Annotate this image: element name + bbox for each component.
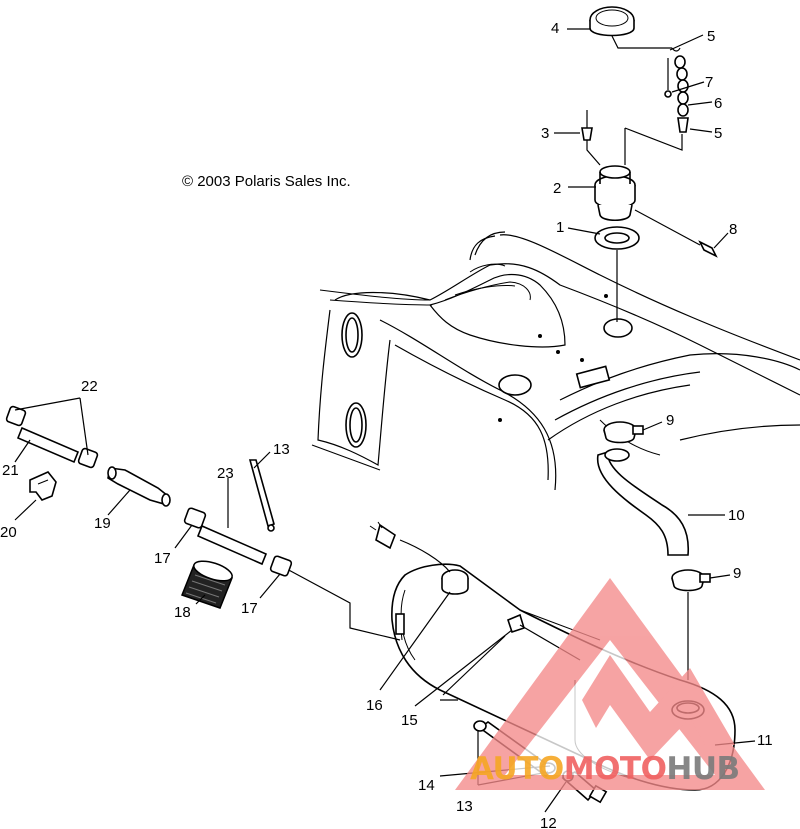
callout-5b: 5 [714, 125, 722, 142]
callout-9: 9 [666, 412, 674, 429]
callout-23: 23 [217, 465, 234, 482]
callout-6: 6 [714, 95, 722, 112]
callout-3: 3 [541, 125, 549, 142]
callout-13b: 13 [456, 798, 473, 815]
callout-labels: 4 5 7 6 5 3 2 1 8 9 10 9 11 22 21 20 19 … [0, 20, 773, 829]
callout-4: 4 [551, 20, 559, 37]
watermark-hub: HUB [666, 751, 739, 787]
callout-12: 12 [540, 815, 557, 829]
callout-2: 2 [553, 180, 561, 197]
filler-cap-assembly [581, 6, 718, 322]
callout-22: 22 [81, 378, 98, 395]
sleeve-18 [181, 560, 233, 609]
hose-assembly [597, 421, 711, 680]
callout-8: 8 [729, 221, 737, 238]
callout-13: 13 [273, 441, 290, 458]
callout-18: 18 [174, 604, 191, 621]
callout-5: 5 [707, 28, 715, 45]
copyright-text: © 2003 Polaris Sales Inc. [182, 173, 351, 190]
callout-7: 7 [705, 74, 713, 91]
body-panel-drawing [311, 231, 800, 491]
callout-9b: 9 [733, 565, 741, 582]
callout-11: 11 [757, 732, 773, 749]
watermark-auto: AUTO [470, 751, 564, 787]
watermark-text: AUTOMOTOHUB [470, 751, 740, 787]
callout-10: 10 [728, 507, 745, 524]
callout-17b: 17 [241, 600, 258, 617]
callout-16: 16 [366, 697, 383, 714]
callout-15: 15 [401, 712, 418, 729]
watermark-moto: MOTO [564, 751, 667, 787]
tether-chain [674, 55, 689, 133]
left-parts [5, 405, 293, 609]
watermark-logo [455, 578, 765, 790]
callout-21: 21 [2, 462, 19, 479]
callout-19: 19 [94, 515, 111, 532]
callout-14: 14 [418, 777, 435, 794]
callout-17: 17 [154, 550, 171, 567]
callout-20: 20 [0, 524, 17, 541]
callout-1: 1 [556, 219, 564, 236]
